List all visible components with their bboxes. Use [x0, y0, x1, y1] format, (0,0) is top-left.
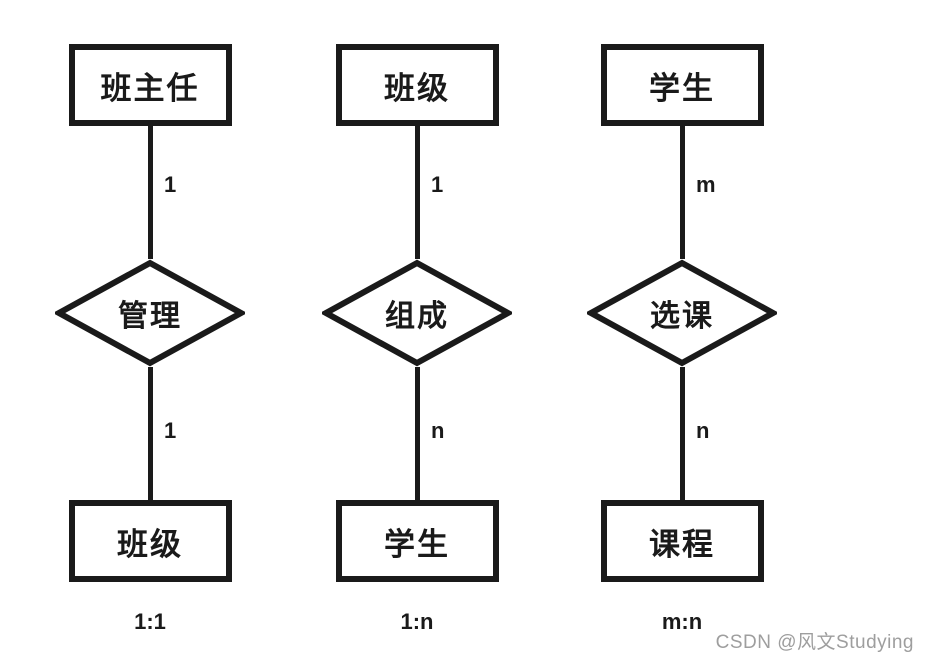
connector-top: 1: [307, 126, 527, 259]
entity-label: 班主任: [100, 70, 200, 106]
connector-line: [679, 367, 685, 500]
connector-line: [679, 126, 685, 259]
diamond-shape-icon: [55, 259, 245, 367]
cardinality-label-bottom: n: [696, 418, 710, 444]
relationship-diamond: 管理: [55, 259, 245, 367]
entity-box-bottom: 班级: [68, 500, 232, 582]
relationship-label: 管理: [118, 300, 182, 333]
diamond-shape-icon: [587, 259, 777, 367]
connector-line: [147, 126, 153, 259]
entity-box-bottom: 学生: [335, 500, 499, 582]
connector-top: 1: [40, 126, 260, 259]
entity-label: 课程: [649, 526, 715, 562]
ratio-label: m:n: [661, 609, 703, 634]
connector-line: [414, 126, 420, 259]
er-column-1-1: 班主任 1 管理 1 班级 1:1: [40, 0, 260, 659]
connector-line: [414, 367, 420, 500]
er-column-1-n: 班级 1 组成 n 学生 1:n: [307, 0, 527, 659]
entity-label: 班级: [117, 526, 183, 562]
cardinality-label-top: 1: [164, 171, 177, 197]
relationship-label: 组成: [385, 300, 449, 333]
entity-label: 学生: [384, 526, 450, 562]
relationship-diamond: 选课: [587, 259, 777, 367]
ratio-label: 1:1: [134, 609, 166, 634]
cardinality-label-bottom: 1: [164, 418, 177, 444]
entity-box-top: 班级: [335, 44, 499, 126]
cardinality-label-bottom: n: [431, 418, 445, 444]
csdn-watermark: CSDN @风文Studying: [715, 632, 914, 653]
diamond-shape-icon: [322, 259, 512, 367]
ratio-label: 1:n: [400, 609, 434, 634]
entity-box-top: 学生: [600, 44, 764, 126]
connector-bottom: 1: [40, 367, 260, 500]
connector-top: m: [572, 126, 792, 259]
entity-box-top: 班主任: [68, 44, 232, 126]
entity-label: 学生: [649, 70, 715, 106]
connector-line: [147, 367, 153, 500]
relationship-label: 选课: [650, 300, 714, 333]
entity-label: 班级: [384, 70, 450, 106]
cardinality-label-top: m: [696, 171, 716, 197]
connector-bottom: n: [307, 367, 527, 500]
entity-box-bottom: 课程: [600, 500, 764, 582]
connector-bottom: n: [572, 367, 792, 500]
er-column-m-n: 学生 m 选课 n 课程 m:n: [572, 0, 792, 659]
relationship-diamond: 组成: [322, 259, 512, 367]
cardinality-label-top: 1: [431, 171, 444, 197]
